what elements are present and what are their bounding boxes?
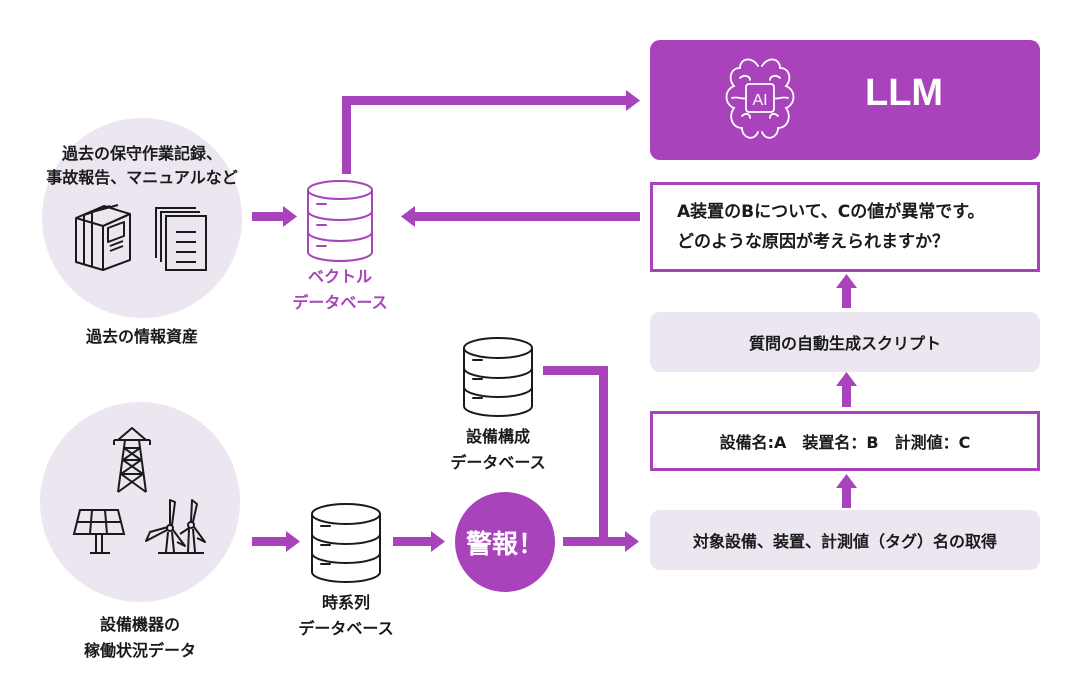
past-assets-label: 過去の情報資産 bbox=[85, 327, 198, 346]
connector-configdb-down bbox=[599, 366, 608, 546]
vector-db-label: ベクトル データベース bbox=[270, 264, 410, 316]
config-db-label-line1: 設備構成 bbox=[465, 427, 530, 446]
config-db-icon bbox=[463, 337, 533, 417]
past-assets-caption-line1: 過去の保守作業記録、 bbox=[61, 144, 222, 163]
config-db-label-line2: データベース bbox=[450, 453, 546, 472]
connector-equipment-to-timeseries bbox=[252, 537, 288, 546]
acquire-box: 対象設備、装置、計測値（タグ）名の取得 bbox=[650, 510, 1040, 570]
timeseries-db-label: 時系列 データベース bbox=[276, 590, 416, 642]
power-tower-icon bbox=[113, 427, 151, 493]
names-label: 設備名:A 装置名：B 計測値：C bbox=[719, 433, 971, 452]
wind-turbine-icon bbox=[145, 499, 206, 554]
question-line1: A装置のBについて、Cの値が異常です。 bbox=[677, 202, 985, 222]
documents-icon bbox=[155, 207, 207, 271]
script-box: 質問の自動生成スクリプト bbox=[650, 312, 1040, 372]
timeseries-db-label-line2: データベース bbox=[298, 619, 394, 638]
connector-assets-to-vectordb bbox=[252, 212, 284, 221]
books-icon bbox=[75, 204, 131, 271]
arrowhead-to-llm bbox=[626, 90, 640, 111]
vector-db-icon bbox=[307, 180, 373, 262]
llm-label: LLM bbox=[865, 72, 944, 114]
connector-question-to-vectordb bbox=[414, 212, 640, 221]
arrowhead-acquire-to-names bbox=[836, 474, 857, 488]
connector-names-to-script bbox=[842, 383, 851, 407]
llm-box bbox=[650, 40, 1040, 160]
timeseries-db-label-line1: 時系列 bbox=[321, 593, 370, 612]
brain-ai-icon: AI bbox=[725, 58, 795, 139]
alert-label: 警報！ bbox=[465, 529, 544, 560]
script-label: 質問の自動生成スクリプト bbox=[748, 334, 941, 353]
arrowhead-question-to-vectordb bbox=[401, 206, 415, 227]
arrowhead-to-vectordb bbox=[283, 206, 297, 227]
alert-circle: 警報！ bbox=[455, 492, 555, 592]
arrowhead-to-timeseries bbox=[286, 531, 300, 552]
past-assets-caption: 過去の保守作業記録、 事故報告、マニュアルなど bbox=[30, 142, 254, 190]
question-box: A装置のBについて、Cの値が異常です。 どのような原因が考えられますか？ bbox=[650, 182, 1040, 272]
names-box: 設備名:A 装置名：B 計測値：C bbox=[650, 411, 1040, 471]
solar-panel-icon bbox=[72, 509, 126, 554]
equipment-label-line1: 設備機器の bbox=[99, 615, 180, 634]
acquire-label: 対象設備、装置、計測値（タグ）名の取得 bbox=[692, 532, 997, 551]
connector-script-to-question bbox=[842, 286, 851, 308]
config-db-label: 設備構成 データベース bbox=[428, 424, 568, 476]
connector-vectordb-to-llm bbox=[342, 96, 628, 105]
vector-db-label-line2: データベース bbox=[292, 293, 388, 312]
equipment-label: 設備機器の 稼働状況データ bbox=[28, 612, 252, 664]
connector-configdb-right bbox=[543, 366, 608, 375]
question-line2: どのような原因が考えられますか？ bbox=[677, 232, 949, 252]
past-assets-caption-line2: 事故報告、マニュアルなど bbox=[46, 168, 238, 187]
timeseries-db-icon bbox=[311, 503, 381, 583]
arrowhead-to-alert bbox=[431, 531, 445, 552]
arrowhead-to-acquire bbox=[625, 531, 639, 552]
svg-text:AI: AI bbox=[752, 92, 767, 109]
vector-db-label-line1: ベクトル bbox=[307, 267, 372, 286]
connector-timeseries-to-alert bbox=[393, 537, 433, 546]
equipment-label-line2: 稼働状況データ bbox=[83, 641, 196, 660]
arrowhead-script-to-question bbox=[836, 274, 857, 288]
connector-vectordb-up bbox=[342, 96, 351, 174]
arrowhead-names-to-script bbox=[836, 372, 857, 386]
connector-acquire-to-names bbox=[842, 486, 851, 508]
connector-alert-to-acquire bbox=[563, 537, 627, 546]
